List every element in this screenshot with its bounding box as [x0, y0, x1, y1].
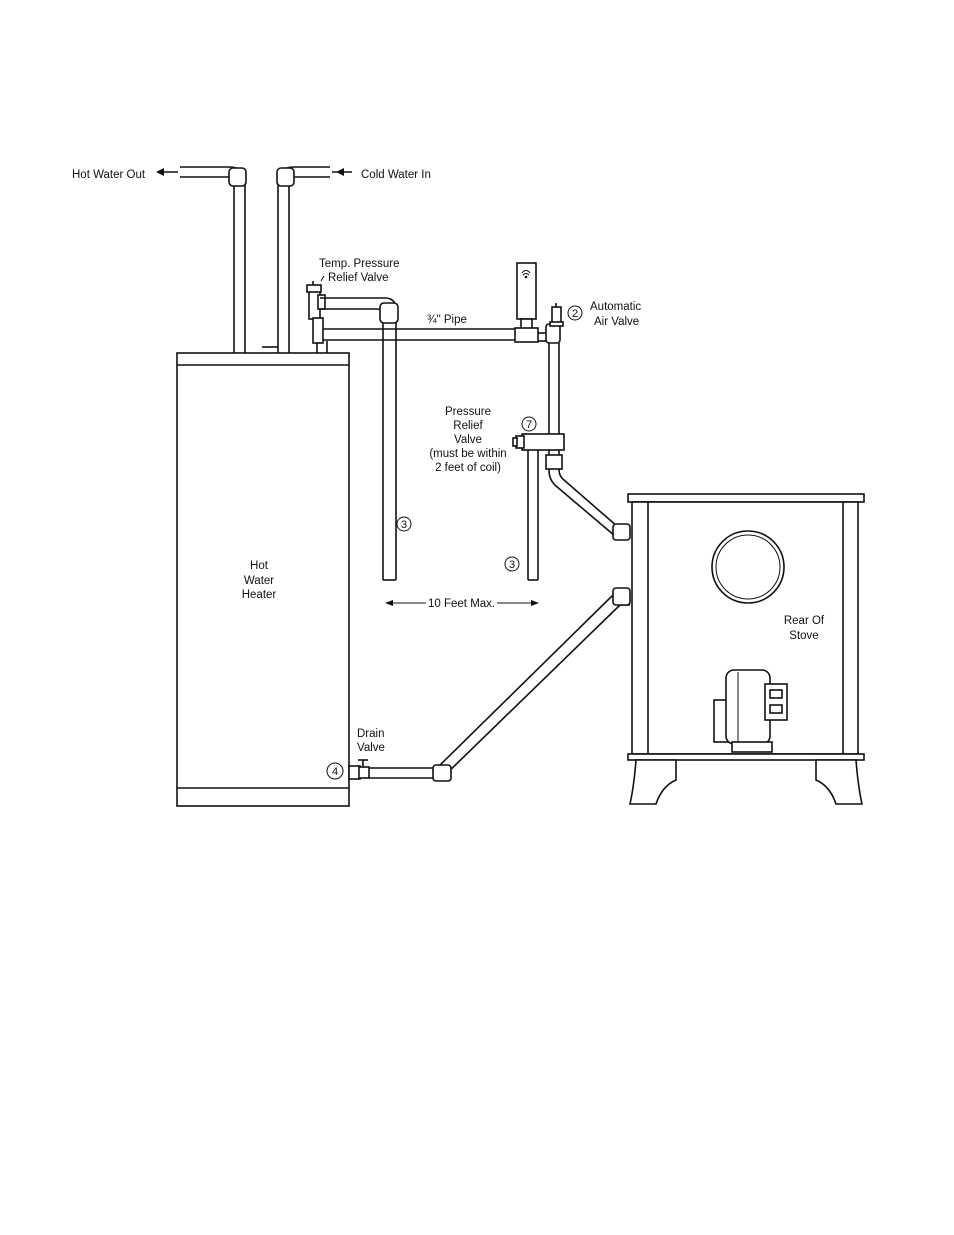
stove-lower-pipe-b	[369, 605, 630, 778]
heater-label-2: Water	[244, 575, 274, 587]
stove-upper-inlet	[613, 524, 630, 540]
manifold	[515, 263, 560, 445]
callout-3b: 3	[509, 559, 515, 571]
stove-label-2: Stove	[789, 630, 818, 642]
pressure-relief-label-5: 2 feet of coil)	[435, 462, 501, 474]
pressure-relief-label-1: Pressure	[445, 406, 491, 418]
temp-pressure-relief-valve	[307, 281, 325, 319]
lower-pipe-elbow	[433, 765, 451, 781]
automatic-air-valve	[550, 303, 563, 326]
relief-drop-elbow	[380, 303, 398, 323]
heater-label-3: Heater	[242, 589, 277, 601]
pressure-relief-label-4: (must be within	[429, 448, 506, 460]
stove-upper-elbow	[546, 455, 562, 469]
stove	[628, 494, 864, 804]
callout-4: 4	[332, 766, 338, 778]
callout-3a: 3	[401, 519, 407, 531]
drain-label-2: Valve	[357, 742, 385, 754]
drain-label-1: Drain	[357, 728, 384, 740]
hot-water-out-pipe	[156, 167, 246, 353]
stove-lower-inlet	[613, 588, 630, 605]
stove-upper-pipe-b	[559, 450, 630, 527]
stove-lower-pipe-a	[369, 596, 630, 768]
hot-water-out-label: Hot Water Out	[72, 169, 146, 181]
callout-2: 2	[572, 308, 578, 320]
callout-7: 7	[526, 419, 532, 431]
temp-pressure-label-1: Temp. Pressure	[319, 258, 400, 270]
heater-label-1: Hot	[250, 560, 269, 572]
ten-feet-label: 10 Feet Max.	[428, 598, 495, 610]
tank-tee	[313, 318, 323, 343]
auto-air-label-1: Automatic	[590, 301, 641, 313]
temp-valve-pointer	[321, 276, 324, 281]
cold-water-in-label: Cold Water In	[361, 169, 431, 181]
drain-valve	[349, 760, 369, 779]
pipe-label: ¾" Pipe	[427, 314, 467, 326]
pressure-relief-label-3: Valve	[454, 434, 482, 446]
stove-label-1: Rear Of	[784, 615, 825, 627]
pressure-relief-label-2: Relief	[453, 420, 483, 432]
auto-air-label-2: Air Valve	[594, 316, 639, 328]
temp-pressure-label-2: Relief Valve	[328, 272, 389, 284]
